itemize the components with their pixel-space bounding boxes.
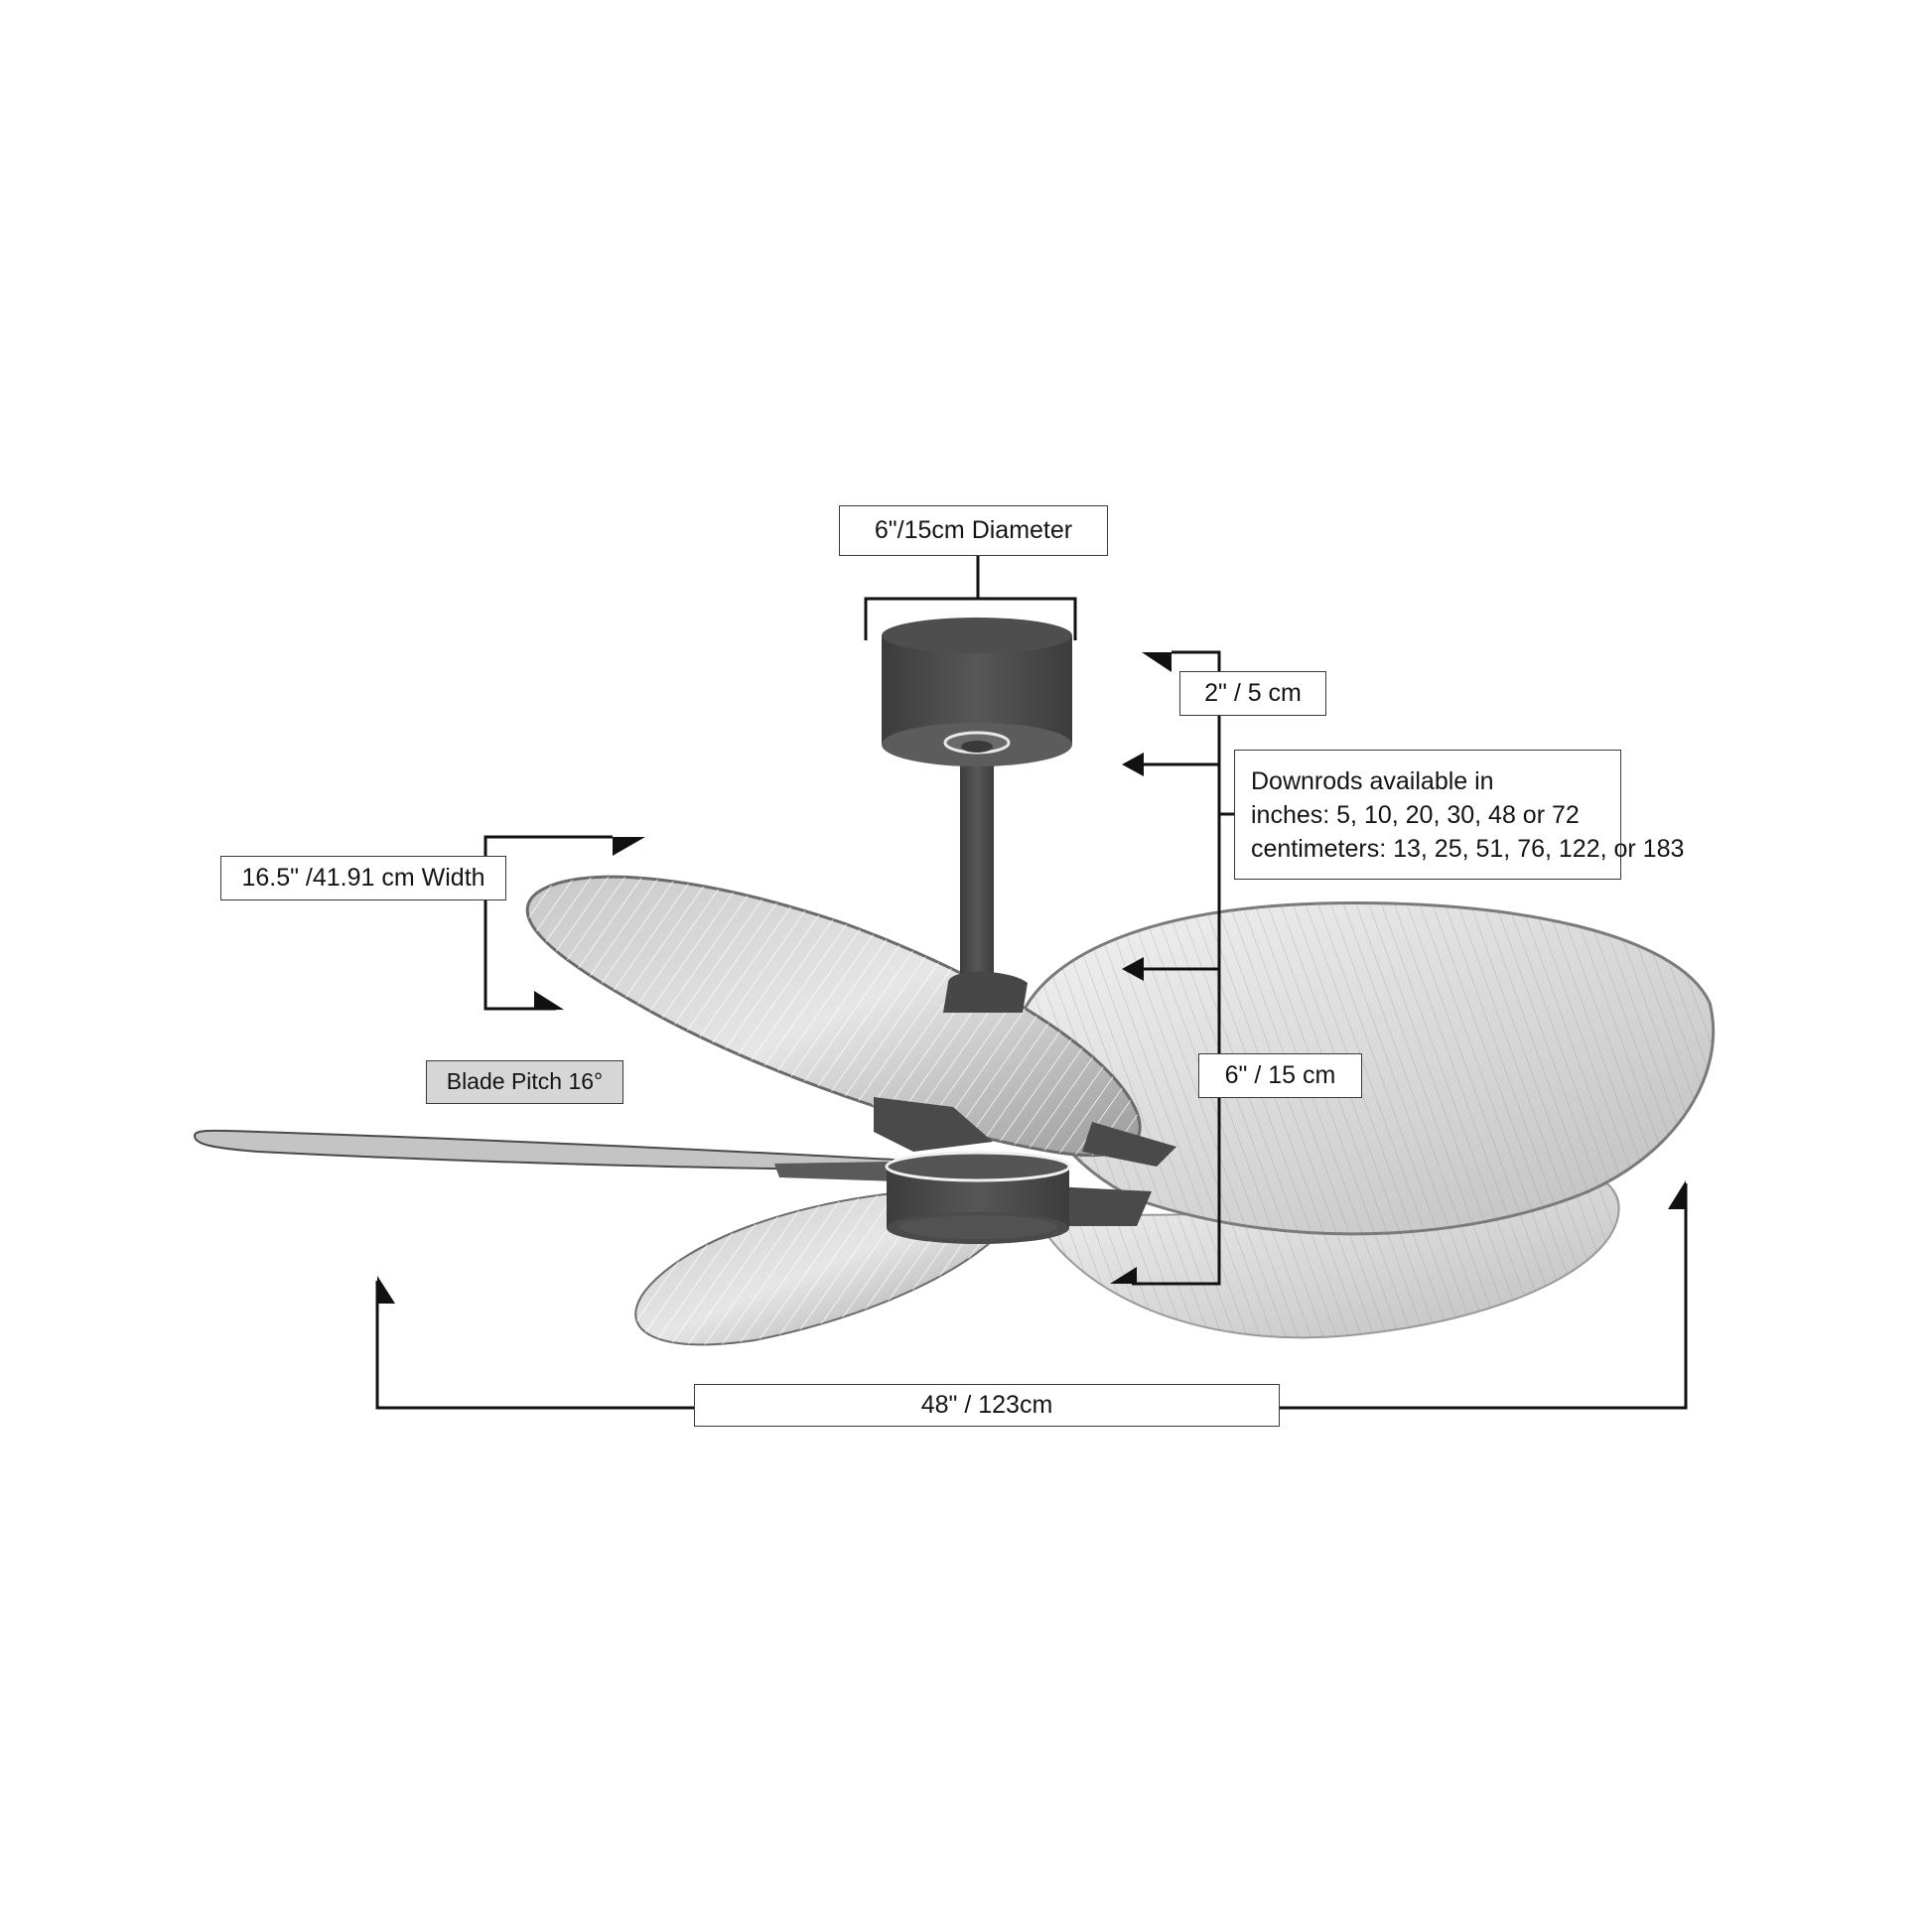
- motor-height-label: 6" / 15 cm: [1198, 1053, 1362, 1098]
- canopy: [882, 618, 1072, 766]
- arrow-width-top-icon: [613, 837, 645, 856]
- height-measure-line: [1132, 650, 1234, 1286]
- blade-pitch-label: Blade Pitch 16°: [426, 1060, 623, 1104]
- arrow-downrod-icon: [1122, 753, 1144, 776]
- fan-span-label: 48" / 123cm: [694, 1384, 1280, 1427]
- arrow-canopy-top-icon: [1142, 652, 1172, 672]
- canopy-height-label: 2" / 5 cm: [1179, 671, 1326, 716]
- arrowheads: [377, 652, 1686, 1304]
- blade-arm-upper: [874, 1097, 993, 1152]
- blade-width-label: 16.5" /41.91 cm Width: [220, 856, 506, 900]
- blade-arm-left: [774, 1162, 898, 1181]
- arrow-motor-bottom-icon: [1110, 1267, 1137, 1284]
- arrow-width-bottom-icon: [534, 991, 564, 1010]
- ceiling-fan-illustration: [193, 618, 1716, 1346]
- canopy-diameter-bracket: [864, 556, 1077, 640]
- downrod-collar: [943, 971, 1028, 1013]
- arrow-span-right-icon: [1668, 1180, 1686, 1209]
- blade-arm-right-upper: [1082, 1122, 1176, 1167]
- motor-housing: [885, 1151, 1071, 1244]
- canopy-diameter-label: 6"/15cm Diameter: [839, 505, 1108, 556]
- downrod: [960, 755, 994, 993]
- downrods-line-2: inches: 5, 10, 20, 30, 48 or 72: [1251, 800, 1580, 829]
- arrow-span-left-icon: [377, 1276, 395, 1304]
- blade-right-upper: [1020, 901, 1716, 1236]
- downrods-info-label: Downrods available in inches: 5, 10, 20,…: [1234, 750, 1684, 880]
- arrow-motor-top-icon: [1122, 957, 1144, 981]
- downrods-line-1: Downrods available in: [1251, 766, 1494, 795]
- blade-arm-right: [1052, 1186, 1152, 1226]
- downrods-line-3: centimeters: 13, 25, 51, 76, 122, or 183: [1251, 834, 1685, 863]
- blade-width-bracket: [483, 835, 613, 1011]
